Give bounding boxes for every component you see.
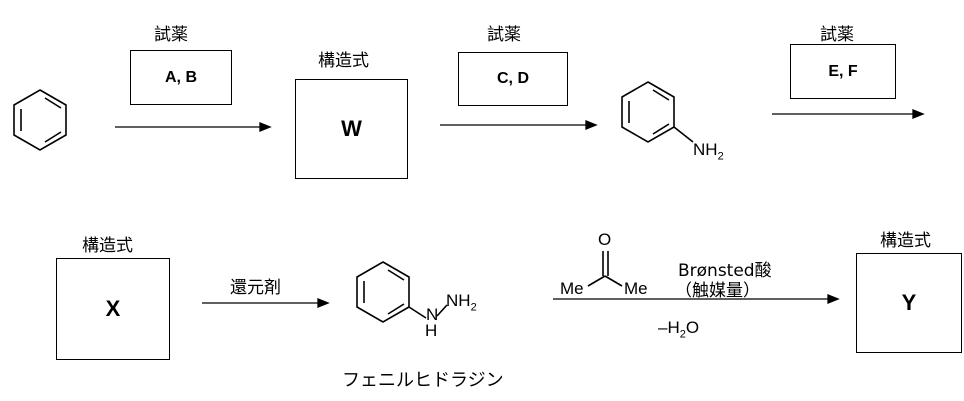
structure-label-y: 構造式 bbox=[880, 231, 931, 251]
catalyst-amount-label: （触媒量） bbox=[675, 281, 760, 301]
reagent-box-ab: A, B bbox=[130, 50, 232, 105]
reaction-arrow-4 bbox=[202, 298, 330, 308]
aniline-ring bbox=[621, 81, 694, 143]
reaction-arrow-1 bbox=[115, 122, 272, 132]
reaction-arrow-2 bbox=[440, 120, 598, 130]
phenylhydrazine-ring bbox=[356, 261, 448, 323]
structure-label-x: 構造式 bbox=[82, 236, 133, 256]
acetone-methyl-left: Me bbox=[560, 279, 584, 298]
reaction-arrow-5 bbox=[553, 294, 840, 304]
acetone-oxygen-label: O bbox=[598, 230, 612, 249]
aniline-nh2-label: NH2 bbox=[693, 140, 724, 163]
acetone-methyl-right: Me bbox=[624, 279, 648, 298]
bronsted-acid-label: Brønsted酸 bbox=[678, 261, 772, 281]
reagent-label-2: 試薬 bbox=[487, 25, 521, 45]
reagent-box-cd: C, D bbox=[458, 52, 568, 106]
phenylhydrazine-name: フェニルヒドラジン bbox=[342, 370, 504, 391]
reductant-label: 還元剤 bbox=[230, 278, 281, 298]
structure-box-w: W bbox=[295, 79, 408, 179]
structure-box-x: X bbox=[56, 258, 170, 360]
acetone-structure bbox=[587, 251, 623, 287]
hydrazine-h-label: H bbox=[425, 321, 438, 340]
structure-label-w: 構造式 bbox=[318, 51, 369, 71]
hydrazine-nh2-label: NH2 bbox=[446, 291, 477, 314]
hydrazine-n-label: N bbox=[426, 305, 439, 324]
structure-box-y: Y bbox=[856, 253, 962, 353]
reagent-label-3: 試薬 bbox=[820, 25, 854, 45]
benzene-ring bbox=[13, 89, 67, 151]
reagent-box-ef: E, F bbox=[790, 44, 896, 99]
reaction-arrow-3 bbox=[772, 109, 925, 119]
water-loss-label: –H2O bbox=[658, 318, 700, 341]
reagent-label-1: 試薬 bbox=[154, 25, 188, 45]
